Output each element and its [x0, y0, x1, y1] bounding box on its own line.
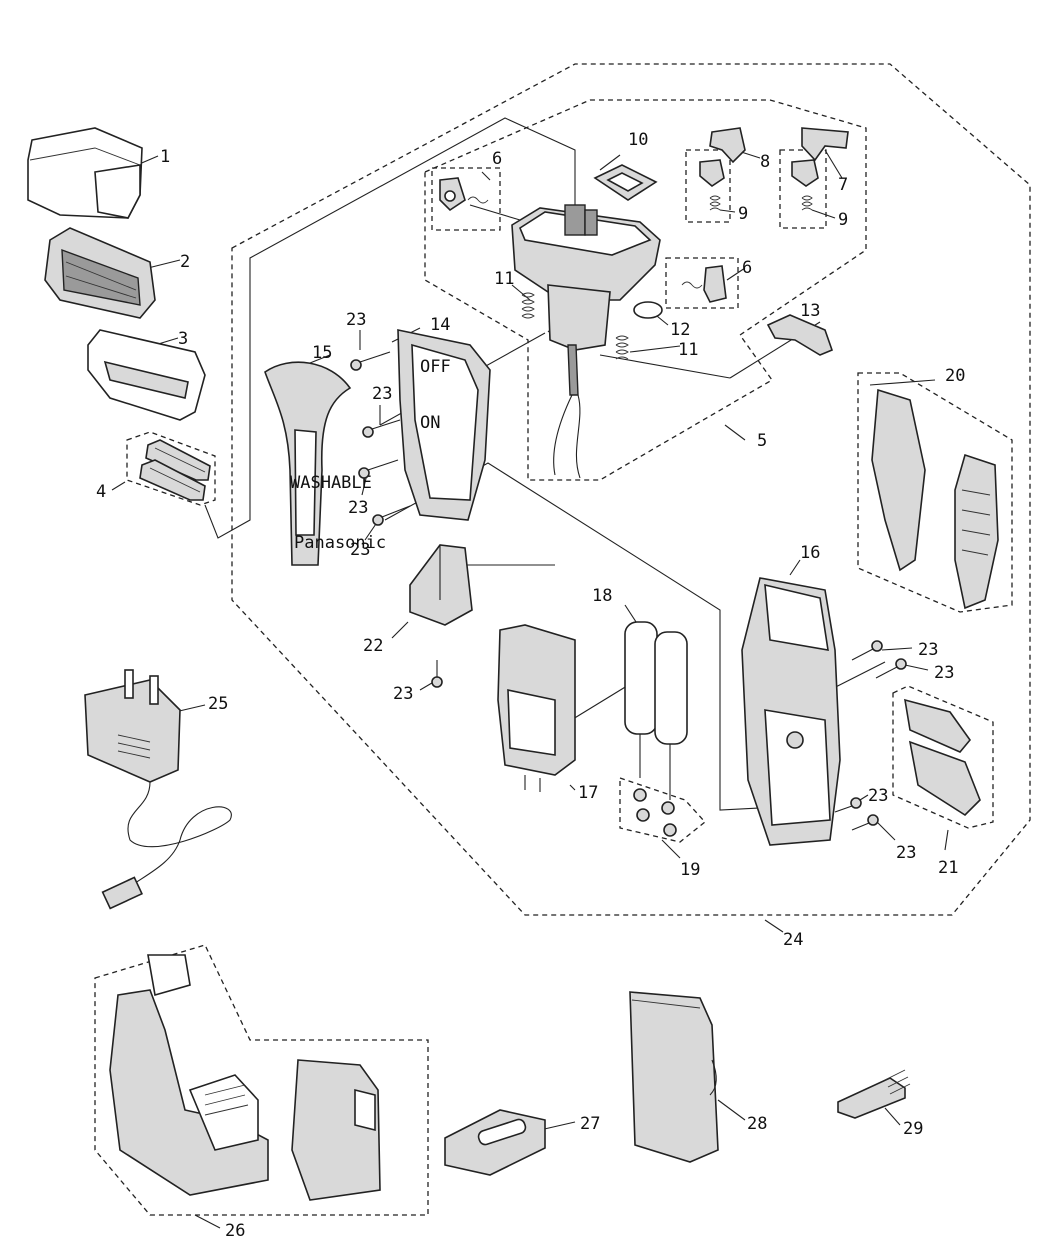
part-trimmer-blade — [904, 698, 981, 817]
part-outer-foil — [27, 127, 143, 219]
callout-12: 12 — [670, 320, 690, 340]
mark-off: OFF — [420, 357, 451, 377]
callout-6b: 6 — [742, 258, 752, 278]
part-rear-case — [741, 577, 841, 846]
part-foil-frame — [44, 227, 156, 319]
callout-23d: 23 — [350, 540, 370, 560]
callout-16: 16 — [800, 543, 820, 563]
callout-3: 3 — [178, 329, 188, 349]
callout-17: 17 — [578, 783, 598, 803]
part-clip-7 — [791, 127, 849, 187]
part-chassis — [497, 624, 576, 792]
callout-9a: 9 — [738, 204, 748, 224]
callout-21: 21 — [938, 858, 958, 878]
part-trimmer-link — [766, 314, 834, 356]
callout-7: 7 — [838, 175, 848, 195]
mark-washable: WASHABLE — [290, 473, 372, 493]
part-lock-button-left — [439, 177, 489, 212]
callout-23i: 23 — [896, 843, 916, 863]
callout-23b: 23 — [372, 384, 392, 404]
callout-23f: 23 — [918, 640, 938, 660]
group-outline-4 — [126, 431, 216, 506]
callout-9b: 9 — [838, 210, 848, 230]
callout-10: 10 — [628, 130, 648, 150]
callout-25: 25 — [208, 694, 228, 714]
part-o-ring — [633, 301, 663, 319]
callout-1: 1 — [160, 147, 170, 167]
mark-brand-grip: Panasonic — [294, 533, 386, 553]
part-head-block — [511, 204, 661, 479]
callout-22: 22 — [363, 636, 383, 656]
part-terminals — [633, 788, 677, 837]
part-ac-adapter — [84, 669, 232, 910]
part-front-case: OFF ON — [397, 329, 491, 521]
callout-8: 8 — [760, 152, 770, 172]
part-grip-cover: WASHABLE Panasonic — [264, 361, 386, 566]
mark-on: ON — [420, 413, 440, 433]
part-inner-blades — [139, 439, 211, 501]
callout-2: 2 — [180, 252, 190, 272]
group-outline-26 — [94, 944, 429, 1216]
callout-23a: 23 — [346, 310, 366, 330]
callout-18: 18 — [592, 586, 612, 606]
callout-6a: 6 — [492, 149, 502, 169]
callout-14: 14 — [430, 315, 450, 335]
callout-labels: 1 2 3 4 5 6 6 7 8 9 9 10 11 11 12 13 14 … — [96, 130, 965, 1239]
callout-13: 13 — [800, 301, 820, 321]
callout-26: 26 — [225, 1221, 245, 1239]
group-outline-21 — [892, 685, 994, 829]
callout-11b: 11 — [678, 340, 698, 360]
callout-4: 4 — [96, 482, 106, 502]
callout-15: 15 — [312, 343, 332, 363]
part-trimmer-covers — [871, 388, 999, 610]
callout-23e: 23 — [393, 684, 413, 704]
group-outline-19 — [619, 777, 706, 843]
callout-20: 20 — [945, 366, 965, 386]
part-screws — [350, 351, 907, 831]
part-cleaning-brush — [837, 1069, 911, 1119]
part-springs-11 — [521, 292, 629, 360]
part-clip-8 — [699, 127, 746, 187]
group-outline-6a — [431, 167, 501, 231]
group-outline-20 — [857, 372, 1013, 613]
part-cleaning-tray — [444, 1109, 546, 1176]
group-outline-24 — [231, 63, 1031, 916]
callout-11a: 11 — [494, 269, 514, 289]
group-outline-8-9 — [685, 149, 731, 223]
part-springs-9 — [709, 195, 813, 211]
callout-27: 27 — [580, 1114, 600, 1134]
callout-28: 28 — [747, 1114, 767, 1134]
part-frame-holder — [87, 329, 206, 421]
callout-23c: 23 — [348, 498, 368, 518]
callout-23g: 23 — [934, 663, 954, 683]
callout-29: 29 — [903, 1119, 923, 1139]
part-lock-button-right — [681, 265, 727, 303]
part-stand — [409, 544, 473, 626]
callout-23h: 23 — [868, 786, 888, 806]
group-outline-6b — [665, 257, 739, 309]
callout-24: 24 — [783, 930, 803, 950]
part-charging-stand — [109, 954, 381, 1201]
callout-19: 19 — [680, 860, 700, 880]
part-seal — [593, 164, 658, 201]
callout-5: 5 — [757, 431, 767, 451]
part-pouch — [629, 991, 719, 1163]
part-batteries — [624, 621, 688, 800]
